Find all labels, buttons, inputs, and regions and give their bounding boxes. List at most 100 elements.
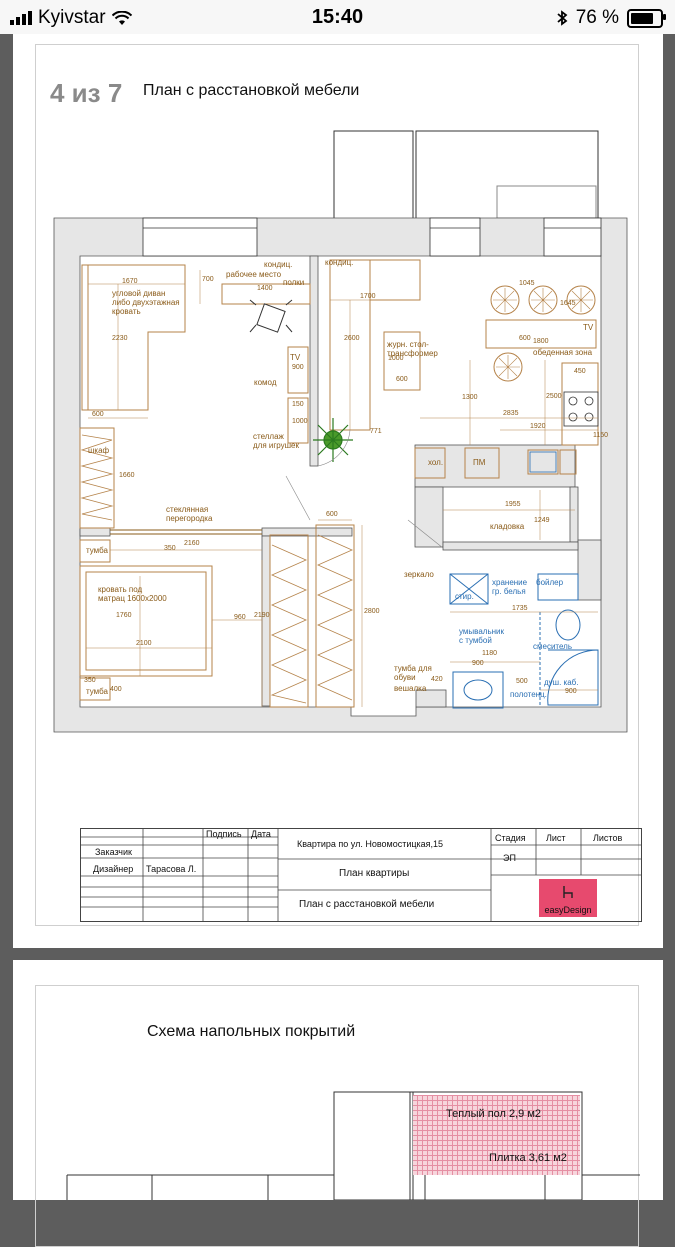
label-rack-text: стеллаж для игрушек [253,432,300,450]
dim-900: 900 [292,364,304,371]
stamp-address: Квартира по ул. Новомостицкая,15 [297,839,444,849]
floor-plan [53,130,628,733]
label-sofa-text: угловой диван либо двухэтажная кровать [112,289,180,316]
label-dining: обеденная зона [533,348,593,357]
dim-2100: 2100 [136,640,152,647]
label-conditioner-2: кондиц. [325,258,354,267]
dim-700: 700 [202,276,214,283]
label-linen-storage-text: хранение гр. белья [492,578,528,596]
stamp-designer-name: Тарасова Л. [146,864,197,874]
battery-percent: 76 % [575,7,619,28]
label-conditioner-1: кондиц. [264,260,293,269]
label-bed: кровать под матрац 1600х2000 [98,585,167,603]
dim-600-a: 600 [92,411,104,418]
battery-icon [627,8,666,28]
dim-2230: 2230 [112,335,128,342]
sheet-title: План с расстановкой мебели [143,82,360,99]
wifi-icon [111,10,132,25]
label-tv-2: TV [583,323,594,332]
dim-1760: 1760 [116,612,132,619]
dim-1660: 1660 [119,472,135,479]
status-bar: Kyivstar 15:40 76 % [0,0,675,34]
dim-2600: 2600 [344,335,360,342]
dim-1249: 1249 [534,517,550,524]
easydesign-logo: easyDesign [539,879,597,917]
dim-1400: 1400 [257,285,273,292]
label-shoe-cabinet-text: тумба для обуви [394,664,432,682]
dim-771: 771 [370,428,382,435]
warm-floor-tile-area [413,1095,580,1175]
label-sink-text: умывальник с тумбой [459,627,504,645]
label-shower: душ. каб. [544,678,579,687]
page-counter: 4 из 7 [50,78,123,108]
dim-2500: 2500 [546,393,562,400]
dim-1920: 1920 [530,423,546,430]
dim-600-c: 600 [519,335,531,342]
title-block-grid [81,829,641,921]
office-chair [249,299,293,333]
dim-1700: 1700 [360,293,376,300]
dim-600-d: 600 [326,511,338,518]
dim-400: 400 [110,686,122,693]
dimension-lines [86,270,598,707]
dim-1300: 1300 [462,394,478,401]
sheet2-title: Схема напольных покрытий [147,1023,356,1040]
dim-1735: 1735 [512,605,528,612]
stamp-sheets: Листов [593,833,623,843]
dining-chairs [490,285,596,382]
dim-450: 450 [574,368,586,375]
dim-350-b: 350 [84,677,96,684]
stamp-stage-value: ЭП [503,853,516,863]
label-coffee-table: журн. стол- трансформер [387,340,438,358]
label-pantry: кладовка [490,522,525,531]
dim-960: 960 [234,614,246,621]
dim-2160: 2160 [184,540,200,547]
dim-600-b: 600 [396,376,408,383]
label-tv-1: TV [290,353,301,362]
status-left: Kyivstar [10,7,132,29]
label-washer: стир. [455,592,474,601]
tile-label: Плитка 3,61 м2 [489,1152,567,1164]
sheet-frame [35,44,639,926]
stamp-stage: Стадия [495,833,526,843]
label-linen-storage: хранение гр. белья [492,578,527,596]
clock: 15:40 [311,6,364,28]
partitions [79,255,602,708]
stamp-date: Дата [251,829,271,839]
label-shelves: полки [283,278,305,287]
dim-900-b: 900 [472,660,484,667]
windows [142,217,602,257]
dim-1000-b: 1000 [292,418,308,425]
dim-500: 500 [516,678,528,685]
stamp-signature: Подпись [206,829,242,839]
label-dishwasher: ПМ [473,458,486,467]
label-boiler: бойлер [536,578,564,587]
kitchen-sink [529,451,557,473]
label-glass-partition-text: стеклянная перегородка [166,505,213,523]
dim-2835: 2835 [503,410,519,417]
label-bed-text: кровать под матрац 1600х2000 [98,585,167,603]
signal-icon [10,11,32,25]
bluetooth-icon [557,10,568,26]
logo-text: easyDesign [544,905,592,915]
dim-1045: 1045 [519,280,535,287]
dim-150: 150 [292,401,304,408]
dim-2190: 2190 [254,612,270,619]
label-sink: умывальник с тумбой [459,627,504,645]
dim-2800: 2800 [364,608,380,615]
label-rack: стеллаж для игрушек [253,432,299,450]
label-fridge: хол. [428,458,444,467]
plant [313,418,353,462]
stamp-designer: Дизайнер [93,864,134,874]
dim-420: 420 [431,676,443,683]
label-shoe-cabinet: тумба для обуви [394,664,432,682]
chair-icon [563,886,573,898]
balcony-outlines [333,130,599,222]
stove [563,391,599,427]
label-glass-partition: стеклянная перегородка [166,505,212,523]
carrier-name: Kyivstar [38,7,106,28]
label-workplace: рабочее место [226,270,282,279]
title-block: Подпись Дата Заказчик Дизайнер Тарасова … [80,828,642,922]
stamp-customer: Заказчик [95,847,132,857]
dim-1180: 1180 [482,650,498,657]
